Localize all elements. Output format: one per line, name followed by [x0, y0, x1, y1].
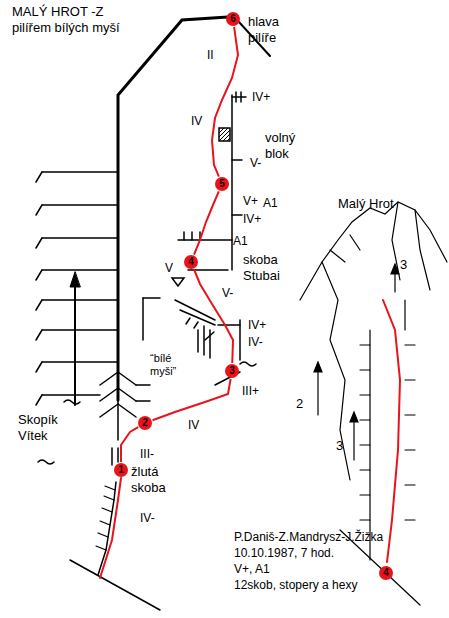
belay-number: 4: [188, 257, 194, 267]
belay-circle: 2: [138, 416, 152, 430]
topo-label: IV+: [252, 90, 270, 104]
belay-number: 1: [118, 465, 124, 475]
topo-label: 3: [400, 257, 407, 273]
belay-circle: 6: [226, 12, 240, 26]
topo-label: volný blok: [265, 130, 295, 161]
topo-label: 3: [336, 438, 343, 454]
belay-number: 4: [383, 568, 389, 578]
topo-label: III-: [140, 447, 154, 461]
topo-label: V: [165, 261, 173, 275]
topo-label: A1: [233, 234, 248, 248]
belay-number: 2: [142, 418, 148, 428]
topo-label: 12skob, stopery a hexy: [234, 578, 357, 592]
belay-number: 3: [229, 366, 235, 376]
topo-label: III+: [242, 384, 259, 398]
belay-circle: 5: [215, 177, 229, 191]
belay-number: 6: [230, 14, 236, 24]
topo-label: Skopík Vítek: [18, 412, 58, 443]
title: MALÝ HROT -Z pilířem bílých myší: [12, 4, 144, 35]
belay-circle: 4: [184, 255, 198, 269]
topo-label: V-: [222, 286, 233, 300]
belay-number: 5: [219, 179, 225, 189]
belay-circle: 4: [379, 566, 393, 580]
topo-label: V+: [243, 194, 258, 208]
route-line: [153, 379, 231, 420]
route-line: [194, 269, 233, 363]
topo-label: II: [207, 48, 214, 62]
belay-circle: 1: [114, 463, 128, 477]
topo-label: žlutá skoba: [131, 464, 166, 495]
topo-label: IV-: [140, 511, 155, 525]
topo-label: hlava pilíře: [248, 14, 279, 45]
route-line: [212, 27, 238, 177]
topo-label: V+, A1: [234, 562, 270, 576]
belay-circle: 3: [225, 364, 239, 378]
route-line: [121, 427, 138, 462]
route-line: [194, 191, 219, 254]
topo-label: 10.10.1987, 7 hod.: [234, 546, 334, 560]
topo-label: IV+: [243, 212, 261, 226]
topo-label: P.Daniš-Z.Mandrysz-J.Žižka: [234, 530, 383, 544]
topo-label: IV: [191, 114, 202, 128]
topo-label: Malý Hrot: [338, 196, 394, 212]
topo-label: A1: [263, 196, 278, 210]
topo-label: IV: [188, 418, 199, 432]
topo-label: skoba Stubai: [243, 252, 280, 283]
topo-label: 2: [296, 396, 303, 412]
topo-label: V-: [250, 156, 261, 170]
topo-label: “bílé myši”: [150, 352, 176, 378]
topo-label: IV-: [248, 335, 263, 349]
topo-label: IV+: [248, 318, 266, 332]
